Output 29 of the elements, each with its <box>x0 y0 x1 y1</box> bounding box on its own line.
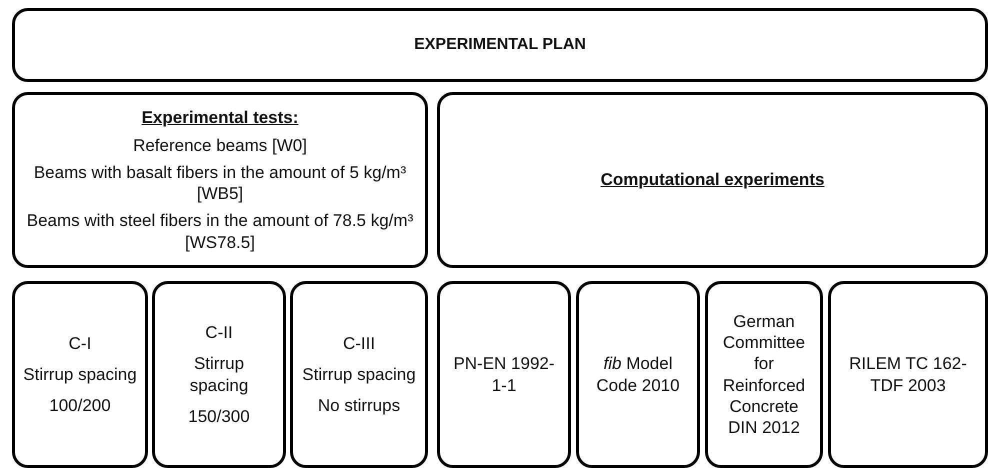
box-text: Reference beams [W0] <box>133 134 307 156</box>
box-text: Stirrup spacing <box>188 353 250 396</box>
text-box <box>437 92 988 268</box>
box-text: RILEM TC 162-TDF 2003 <box>848 353 968 396</box>
box-text: C-III <box>342 332 376 354</box>
text-box <box>576 281 700 468</box>
box-text: Stirrup spacing <box>302 364 416 386</box>
text-box <box>12 92 428 268</box>
text-box <box>828 281 988 468</box>
section-heading: Computational experiments <box>600 169 824 191</box>
text-box <box>290 281 428 468</box>
box-text: 150/300 <box>188 406 250 427</box>
box-text: Beams with steel fibers in the amount of 78.5 kg/m³ [WS78.5] <box>26 210 414 253</box>
box-text: C-II <box>205 322 233 344</box>
text-box <box>152 281 286 468</box>
box-text: 100/200 <box>49 395 111 416</box>
box-text: C-I <box>68 332 92 354</box>
text-box <box>437 281 571 468</box>
text-box <box>705 281 823 468</box>
box-text: German Committee for Reinforced Concrete DIN 2012 <box>722 310 806 438</box>
section-heading: Experimental tests: <box>142 107 298 128</box>
title-text: EXPERIMENTAL PLAN <box>414 35 586 55</box>
box-text: Beams with basalt fibers in the amount of 5 kg/m³ [WB5] <box>32 162 408 204</box>
box-text: No stirrups <box>318 395 400 416</box>
text-box <box>12 8 988 82</box>
box-text: PN-EN 1992-1-1 <box>452 353 556 396</box>
box-text: fib Model Code 2010 <box>595 353 681 396</box>
text-box <box>12 281 148 468</box>
box-text: Stirrup spacing <box>23 364 137 386</box>
